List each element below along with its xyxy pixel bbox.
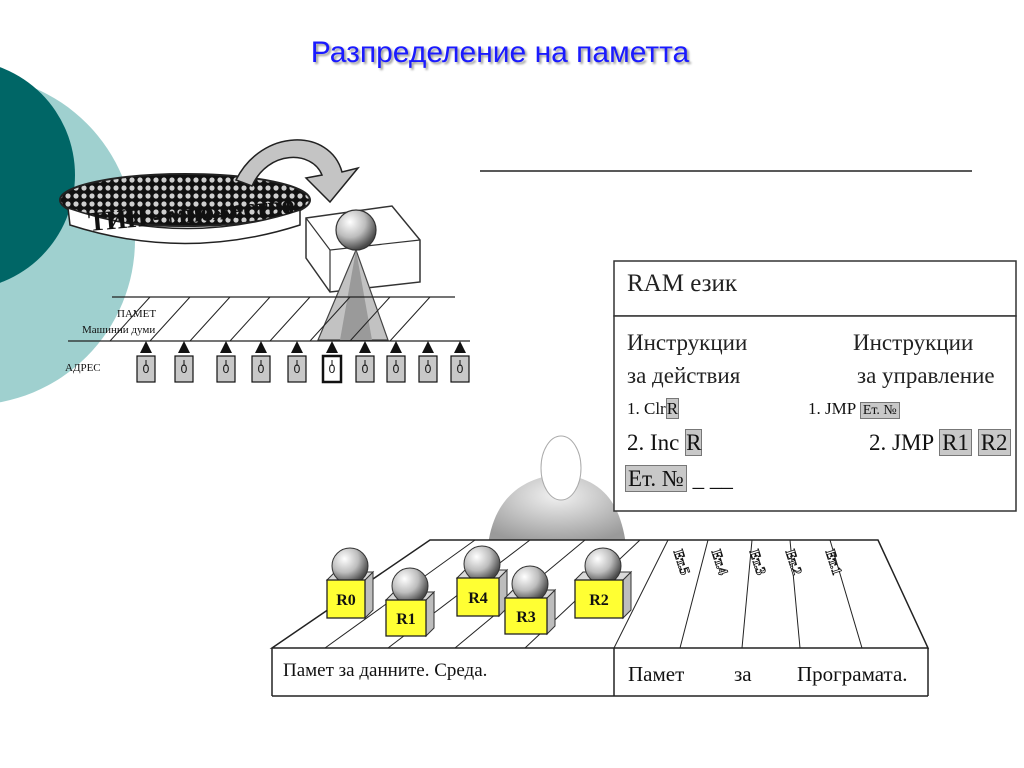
register-r3: R3 [503, 565, 557, 636]
control-instructions-heading: Инструкции за управление [853, 326, 995, 392]
register-r4: R4 [455, 545, 509, 618]
ram-box-title: RAM език [627, 270, 738, 297]
action-instructions-heading: Инструкции за действия [627, 326, 747, 392]
box-element [305, 205, 421, 341]
instr-clr: 1. ClrR [627, 398, 680, 419]
instr-clr-text: 1. Clr [627, 399, 666, 418]
address-symbol: 0 [425, 362, 432, 376]
address-cells: 0 0 0 0 0 0 0 0 0 0 [136, 341, 470, 384]
register-label: R0 [336, 592, 356, 609]
address-cell: 0 [418, 341, 438, 383]
address-symbol: 0 [258, 362, 265, 376]
address-symbol: 0 [393, 362, 400, 376]
instr-inc: 2. Inc R [627, 429, 703, 456]
instr-jmp-operand: Ет. № [859, 402, 900, 419]
instr-jmp-label: 1. JMP Ет. № [808, 399, 900, 419]
instr-clr-operand: R [665, 398, 680, 419]
address-cell: 0 [321, 341, 343, 384]
instr-jmp2-text: 2. JMP [869, 430, 934, 455]
memory-strip [68, 296, 470, 342]
memory-label: ПАМЕТ [117, 308, 157, 320]
address-symbol: 0 [329, 362, 336, 376]
register-r2: R2 [573, 547, 633, 620]
data-memory-label: Памет за данните. Среда. [283, 660, 488, 681]
action-heading-line2: за действия [627, 363, 741, 388]
words-label: Машинни думи [82, 324, 156, 336]
control-heading-line2: за управление [857, 363, 995, 388]
register-label: R1 [396, 611, 416, 628]
address-symbol: 0 [362, 362, 369, 376]
program-memory-label-3: Програмата. [797, 662, 908, 686]
program-memory-label-2: за [734, 662, 752, 686]
person-silhouette [488, 435, 626, 545]
address-cell: 0 [251, 341, 271, 383]
curved-arrow [234, 139, 361, 204]
instr-jmp2-operand1: R1 [939, 429, 972, 456]
address-cell: 0 [136, 341, 156, 383]
address-symbol: 0 [143, 362, 150, 376]
register-r0: R0 [325, 547, 375, 620]
register-label: R3 [516, 609, 536, 626]
address-symbol: 0 [457, 362, 464, 376]
address-cell: 0 [450, 341, 470, 383]
register-label: R2 [589, 592, 609, 609]
control-heading-line1: Инструкции [853, 330, 974, 355]
address-symbol: 0 [294, 362, 301, 376]
register-label: R4 [468, 590, 488, 607]
address-cell: 0 [174, 341, 194, 383]
instr-inc-operand: R [685, 429, 703, 456]
register-r1: R1 [384, 567, 436, 638]
page-title: Разпределение на паметта [310, 36, 690, 69]
instr-label-blanks: _ __ [692, 466, 733, 491]
address-label: АДРЕС [65, 362, 101, 374]
address-symbol: 0 [181, 362, 188, 376]
set-disk [59, 173, 311, 245]
instr-jmp-text: 1. JMP [808, 399, 856, 418]
instr-label-operand: Ет. № [625, 465, 687, 492]
instr-inc-text: 2. Inc [627, 430, 680, 455]
action-heading-line1: Инструкции [627, 330, 748, 355]
address-cell: 0 [355, 341, 375, 383]
instr-label-line: Ет. № _ __ [625, 465, 733, 492]
accent-decoration [0, 67, 135, 403]
address-cell: 0 [216, 341, 236, 383]
address-symbol: 0 [223, 362, 230, 376]
program-memory-label-1: Памет [628, 662, 685, 686]
address-cell: 0 [386, 341, 406, 383]
address-cell: 0 [287, 341, 307, 383]
instr-jmp2-operand2: R2 [977, 429, 1011, 456]
instr-jmp-registers: 2. JMP R1 R2 [869, 429, 1011, 456]
